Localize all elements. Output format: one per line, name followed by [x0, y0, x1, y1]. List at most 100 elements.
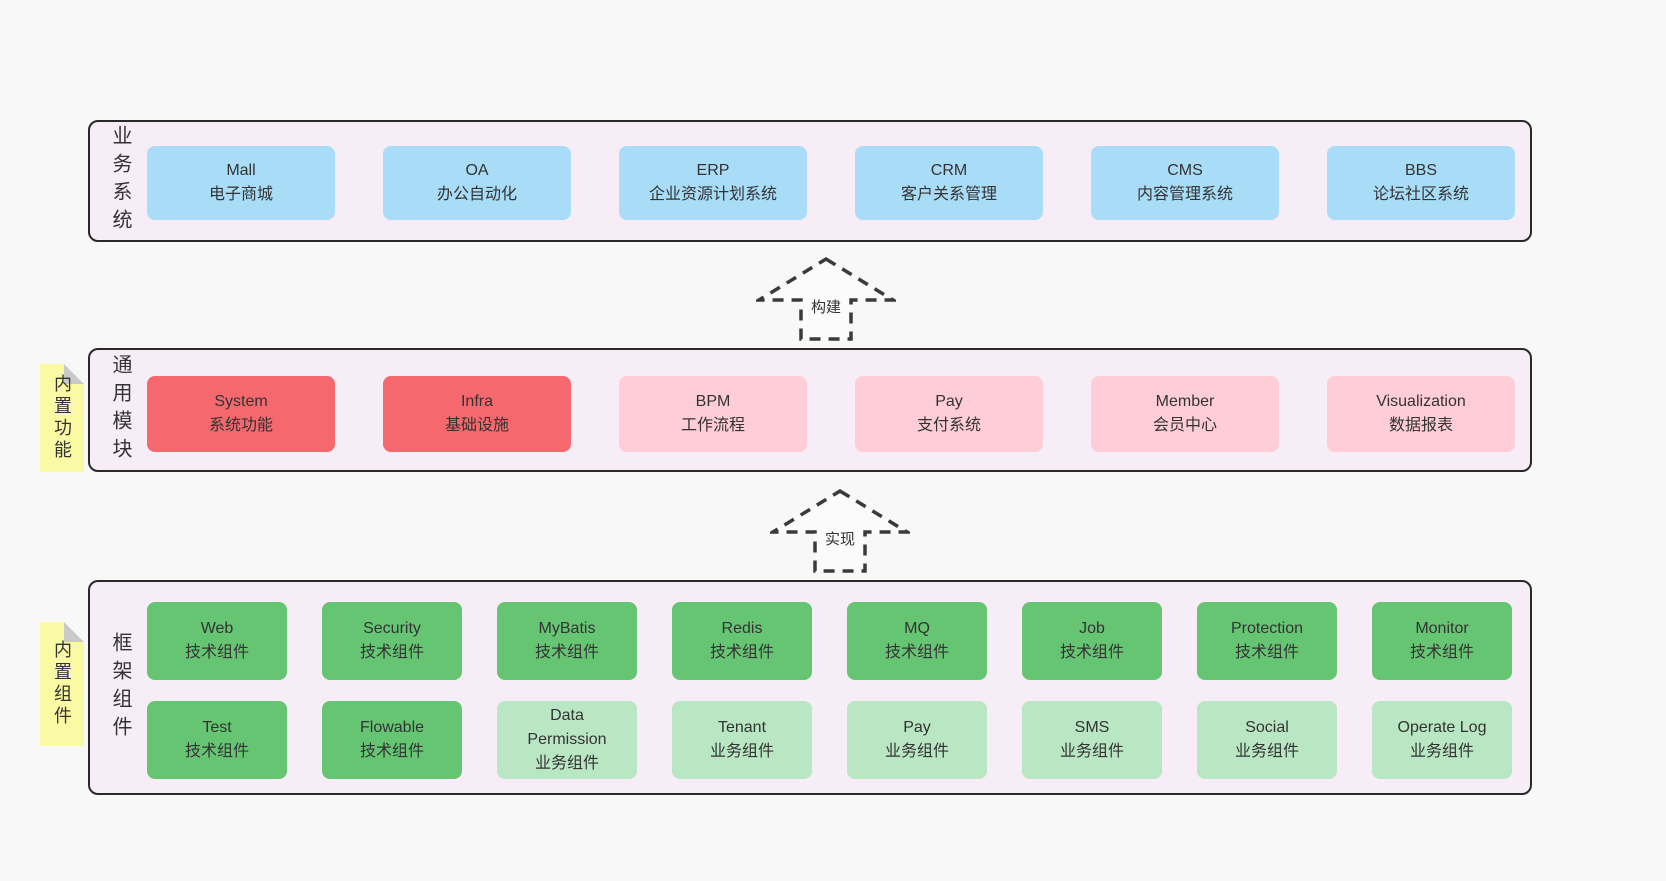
box-crm: CRM 客户关系管理 — [855, 146, 1043, 220]
layer-business-systems: 业务系统 Mall 电子商城 OA 办公自动化 ERP 企业资源计划系统 CRM… — [88, 120, 1532, 242]
box-tenant: Tenant 业务组件 — [672, 701, 812, 779]
box-subtitle: 技术组件 — [1234, 644, 1299, 661]
box-subtitle: 技术组件 — [709, 644, 774, 661]
box-data-permission: Data Permission 业务组件 — [497, 701, 637, 779]
box-title: Protection — [1230, 620, 1304, 637]
box-pay-system: Pay 支付系统 — [855, 376, 1043, 452]
box-infra: Infra 基础设施 — [383, 376, 571, 452]
box-subtitle: 技术组件 — [184, 743, 249, 760]
box-mybatis: MyBatis 技术组件 — [497, 602, 637, 680]
box-protection: Protection 技术组件 — [1197, 602, 1337, 680]
box-subtitle: 企业资源计划系统 — [648, 186, 777, 203]
box-title: Pay — [935, 393, 963, 410]
box-title: OA — [465, 162, 489, 179]
box-social: Social 业务组件 — [1197, 701, 1337, 779]
box-monitor: Monitor 技术组件 — [1372, 602, 1512, 680]
layer-label-components: 框架组件 — [109, 631, 131, 744]
box-subtitle: 业务组件 — [884, 743, 949, 760]
box-title: BBS — [1404, 162, 1437, 179]
up-arrow-icon — [770, 488, 910, 573]
components-row-2: Test 技术组件 Flowable 技术组件 Data Permission … — [147, 701, 1512, 779]
side-tag-label: 内置组件 — [52, 640, 72, 728]
arrow-implement: 实现 — [770, 488, 910, 574]
box-title: Security — [363, 620, 421, 637]
box-title: Visualization — [1376, 393, 1466, 410]
box-subtitle: 技术组件 — [184, 644, 249, 661]
box-subtitle: 基础设施 — [444, 417, 509, 434]
box-title: BPM — [695, 393, 731, 410]
box-title: Infra — [460, 393, 493, 410]
box-system: System 系统功能 — [147, 376, 335, 452]
box-visualization: Visualization 数据报表 — [1327, 376, 1515, 452]
box-title: Test — [202, 719, 232, 736]
box-subtitle: 工作流程 — [680, 417, 745, 434]
box-operate-log: Operate Log 业务组件 — [1372, 701, 1512, 779]
arrow-build-label: 构建 — [810, 299, 841, 316]
side-tag-label: 内置功能 — [52, 374, 72, 462]
box-erp: ERP 企业资源计划系统 — [619, 146, 807, 220]
box-security: Security 技术组件 — [322, 602, 462, 680]
box-subtitle: 业务组件 — [1059, 743, 1124, 760]
box-web: Web 技术组件 — [147, 602, 287, 680]
box-cms: CMS 内容管理系统 — [1091, 146, 1279, 220]
box-title: CMS — [1167, 162, 1203, 179]
box-subtitle: 技术组件 — [1059, 644, 1124, 661]
side-tag-built-in-components: 内置组件 — [40, 622, 84, 746]
box-bpm: BPM 工作流程 — [619, 376, 807, 452]
layer-label-business: 业务系统 — [109, 125, 131, 237]
arrow-implement-label: 实现 — [824, 531, 855, 548]
box-subtitle: 电子商城 — [208, 186, 273, 203]
box-member: Member 会员中心 — [1091, 376, 1279, 452]
box-title: Job — [1079, 620, 1105, 637]
box-subtitle: 论坛社区系统 — [1372, 186, 1469, 203]
box-pay-component: Pay 业务组件 — [847, 701, 987, 779]
box-title: Member — [1155, 393, 1215, 410]
box-bbs: BBS 论坛社区系统 — [1327, 146, 1515, 220]
layer-label-modules: 通用模块 — [109, 354, 131, 466]
box-subtitle: 业务组件 — [534, 755, 599, 772]
business-boxes-row: Mall 电子商城 OA 办公自动化 ERP 企业资源计划系统 CRM 客户关系… — [147, 146, 1515, 220]
box-subtitle: 会员中心 — [1152, 417, 1217, 434]
box-mq: MQ 技术组件 — [847, 602, 987, 680]
box-title: Flowable — [359, 719, 425, 736]
box-title: Social — [1245, 719, 1289, 736]
components-row-1: Web 技术组件 Security 技术组件 MyBatis 技术组件 Redi… — [147, 602, 1512, 680]
box-subtitle: 技术组件 — [1409, 644, 1474, 661]
box-subtitle: 客户关系管理 — [900, 186, 997, 203]
folded-corner-icon — [64, 622, 84, 642]
box-sms: SMS 业务组件 — [1022, 701, 1162, 779]
box-subtitle: 办公自动化 — [436, 186, 517, 203]
layer-common-modules: 通用模块 System 系统功能 Infra 基础设施 BPM 工作流程 Pay… — [88, 348, 1532, 472]
box-title: MyBatis — [538, 620, 596, 637]
box-title: Web — [200, 620, 234, 637]
box-title: Tenant — [717, 719, 767, 736]
box-title: CRM — [930, 162, 968, 179]
box-subtitle: 内容管理系统 — [1136, 186, 1233, 203]
box-oa: OA 办公自动化 — [383, 146, 571, 220]
box-subtitle: 业务组件 — [709, 743, 774, 760]
box-title: Data Permission — [527, 707, 607, 748]
box-subtitle: 技术组件 — [884, 644, 949, 661]
box-title: Mall — [226, 162, 256, 179]
box-subtitle: 技术组件 — [359, 644, 424, 661]
box-subtitle: 系统功能 — [208, 417, 273, 434]
box-title: Operate Log — [1397, 719, 1487, 736]
box-title: ERP — [696, 162, 730, 179]
box-title: Redis — [721, 620, 763, 637]
box-mall: Mall 电子商城 — [147, 146, 335, 220]
box-title: SMS — [1074, 719, 1110, 736]
up-arrow-icon — [756, 256, 896, 341]
layer-framework-components: 框架组件 Web 技术组件 Security 技术组件 MyBatis 技术组件… — [88, 580, 1532, 795]
box-subtitle: 技术组件 — [359, 743, 424, 760]
box-subtitle: 业务组件 — [1234, 743, 1299, 760]
box-flowable: Flowable 技术组件 — [322, 701, 462, 779]
box-title: MQ — [904, 620, 930, 637]
box-title: System — [214, 393, 268, 410]
box-job: Job 技术组件 — [1022, 602, 1162, 680]
box-subtitle: 业务组件 — [1409, 743, 1474, 760]
box-title: Pay — [903, 719, 931, 736]
box-subtitle: 数据报表 — [1388, 417, 1453, 434]
box-redis: Redis 技术组件 — [672, 602, 812, 680]
box-title: Monitor — [1415, 620, 1469, 637]
box-subtitle: 支付系统 — [916, 417, 981, 434]
